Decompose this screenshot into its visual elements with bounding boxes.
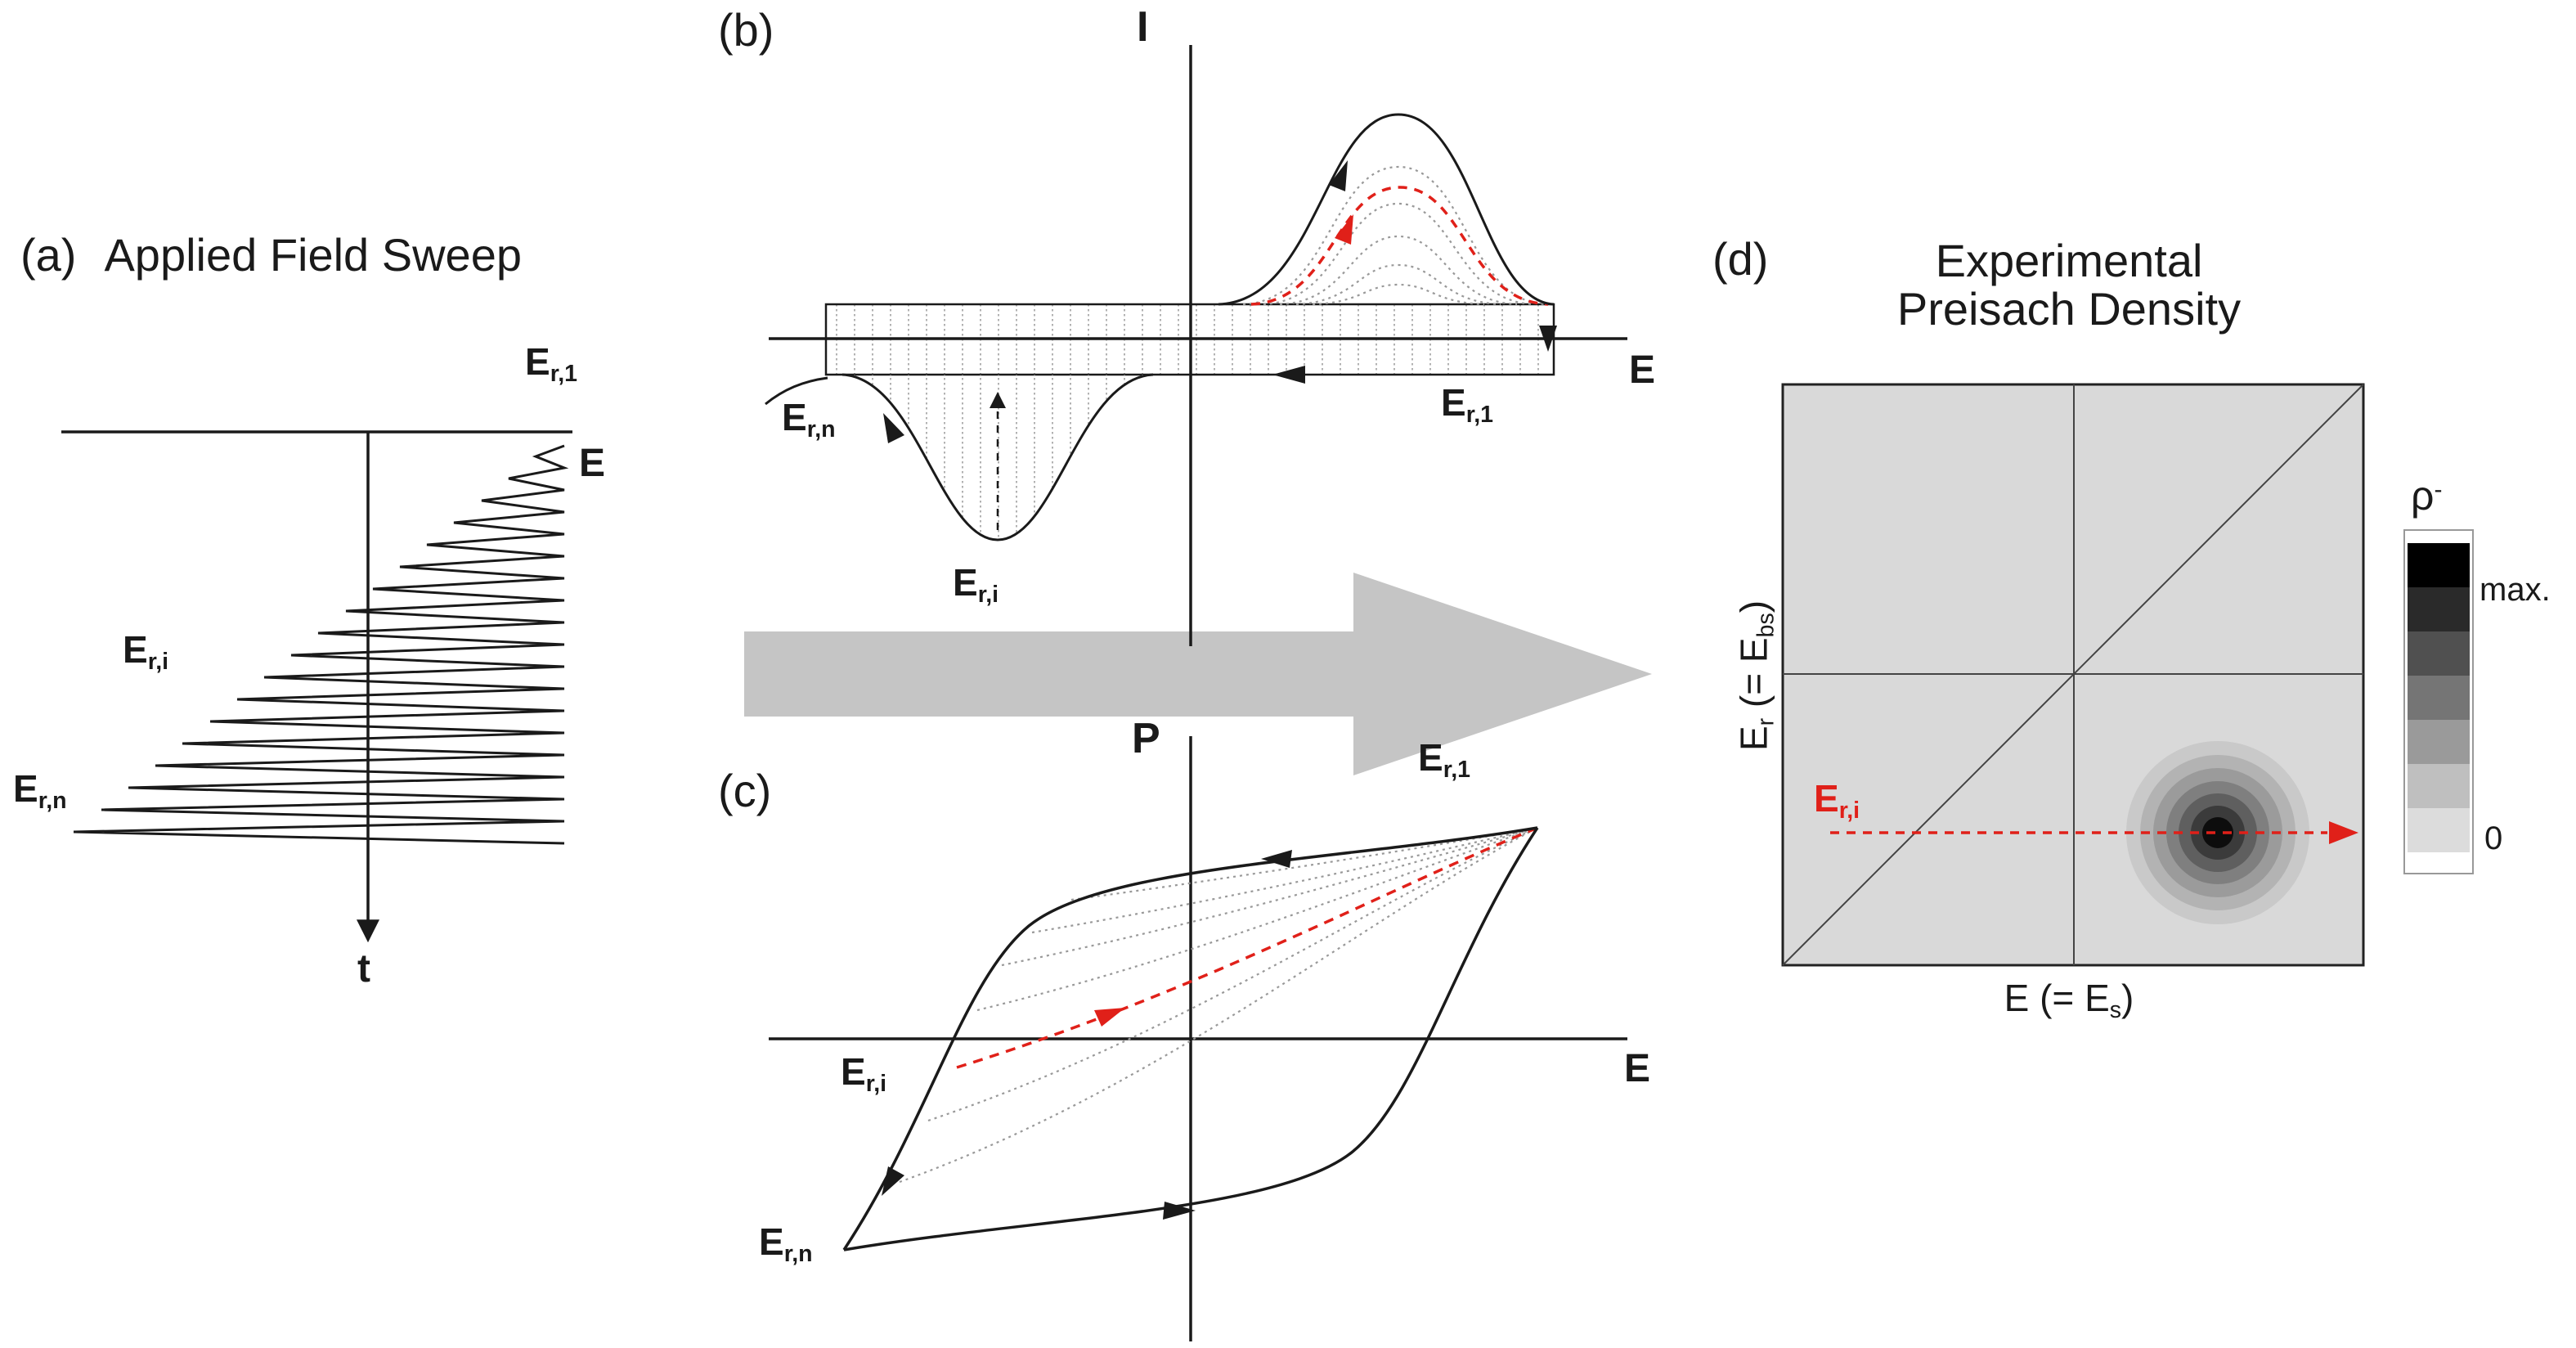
panel-c-letter: (c) xyxy=(718,765,772,816)
diagonal-line xyxy=(1782,384,2364,966)
reversal-scan-arrowhead xyxy=(2329,821,2358,844)
label-ern-a: Er,n xyxy=(13,767,67,814)
b-y-axis-label: I xyxy=(1137,3,1149,51)
panel-b-drawing xyxy=(765,45,1627,646)
c-y-axis-label: P xyxy=(1132,715,1160,762)
label-eri-a: Er,i xyxy=(123,628,169,675)
outer-loop-lower-branch xyxy=(843,827,1539,1251)
minor-hysteresis-loops xyxy=(899,826,1538,1184)
colorbar-step xyxy=(2408,764,2470,808)
minor-peak xyxy=(1279,235,1518,306)
colorbar-max-label: max. xyxy=(2480,572,2551,608)
label-er1-c: Er,1 xyxy=(1418,736,1470,783)
colorbar-step xyxy=(2408,808,2470,852)
minor-loop-curve xyxy=(1070,826,1538,901)
panel-d-title-line1: Experimental xyxy=(1935,235,2203,286)
c-x-axis-label: E xyxy=(1624,1047,1651,1090)
outer-loop-upper-branch xyxy=(842,826,1538,1251)
label-eri-b: Er,i xyxy=(953,561,999,608)
colorbar-step xyxy=(2408,631,2470,676)
panel-d-title-line2: Preisach Density xyxy=(1896,282,2242,335)
colorbar-min-label: 0 xyxy=(2484,820,2503,856)
flow-arrow xyxy=(744,573,1652,775)
panel-d-title: Experimental Preisach Density xyxy=(1896,235,2242,335)
minor-loop-curve xyxy=(899,827,1538,1184)
left-tail-curve xyxy=(765,376,828,406)
panel-d-drawing xyxy=(1781,383,2474,967)
red-branch-arrow xyxy=(1094,1008,1125,1027)
panel-a-drawing xyxy=(61,430,572,943)
colorbar-step xyxy=(2408,587,2470,631)
colorbar xyxy=(2403,529,2474,874)
d-y-axis-label: Er (= Ebs) xyxy=(1732,600,1779,752)
highlighted-peak-red xyxy=(1250,186,1549,306)
peak-direction-arrow xyxy=(1329,160,1348,191)
band-left-arrow xyxy=(1272,366,1305,384)
label-er1-b: Er,1 xyxy=(1441,381,1493,428)
a-x-axis-label: E xyxy=(579,442,606,485)
panel-b-letter: (b) xyxy=(718,4,774,56)
highlighted-branch-red xyxy=(956,826,1538,1069)
a-t-axis-label: t xyxy=(357,947,370,991)
current-peak-family xyxy=(1242,165,1546,306)
upper-branch-arrow xyxy=(1261,850,1292,868)
red-peak-direction-arrow xyxy=(1335,214,1353,245)
b-x-axis-label: E xyxy=(1629,348,1656,392)
minor-loop-curve xyxy=(976,826,1538,1012)
panel-a-header: (a) Applied Field Sweep xyxy=(20,231,522,280)
colorbar-step xyxy=(2408,720,2470,764)
left-branch-arrow xyxy=(882,1166,904,1196)
dip-direction-arrow xyxy=(883,413,904,443)
minor-peak xyxy=(1263,202,1534,306)
outer-peak xyxy=(1218,113,1555,306)
band-down-arrow xyxy=(1539,326,1557,352)
label-ern-b: Er,n xyxy=(782,396,836,443)
colorbar-symbol: ρ- xyxy=(2411,473,2443,519)
colorbar-step xyxy=(2408,543,2470,587)
panel-c-drawing xyxy=(769,736,1627,1341)
minor-loop-curve xyxy=(1031,826,1538,934)
field-sweep-waveform xyxy=(73,444,569,845)
density-blob xyxy=(2126,741,2309,924)
panel-d-letter: (d) xyxy=(1712,233,1769,285)
panel-a-letter: (a) xyxy=(20,229,77,281)
minor-loop-curve xyxy=(1001,826,1538,967)
minor-peak xyxy=(1312,283,1485,306)
label-eri-c: Er,i xyxy=(841,1050,887,1097)
colorbar-step xyxy=(2408,676,2470,720)
d-x-axis-label: E (= Es) xyxy=(2004,977,2134,1023)
label-er1-a: Er,1 xyxy=(525,340,577,387)
minor-loop-curve xyxy=(927,826,1538,1122)
blob-ring xyxy=(2202,817,2233,848)
label-eri-d: Er,i xyxy=(1814,777,1860,824)
label-ern-c: Er,n xyxy=(759,1220,813,1267)
minor-peak xyxy=(1242,165,1546,306)
lower-branch-arrow xyxy=(1163,1202,1196,1220)
panel-a-title: Applied Field Sweep xyxy=(104,229,522,281)
minor-peak xyxy=(1295,263,1501,306)
